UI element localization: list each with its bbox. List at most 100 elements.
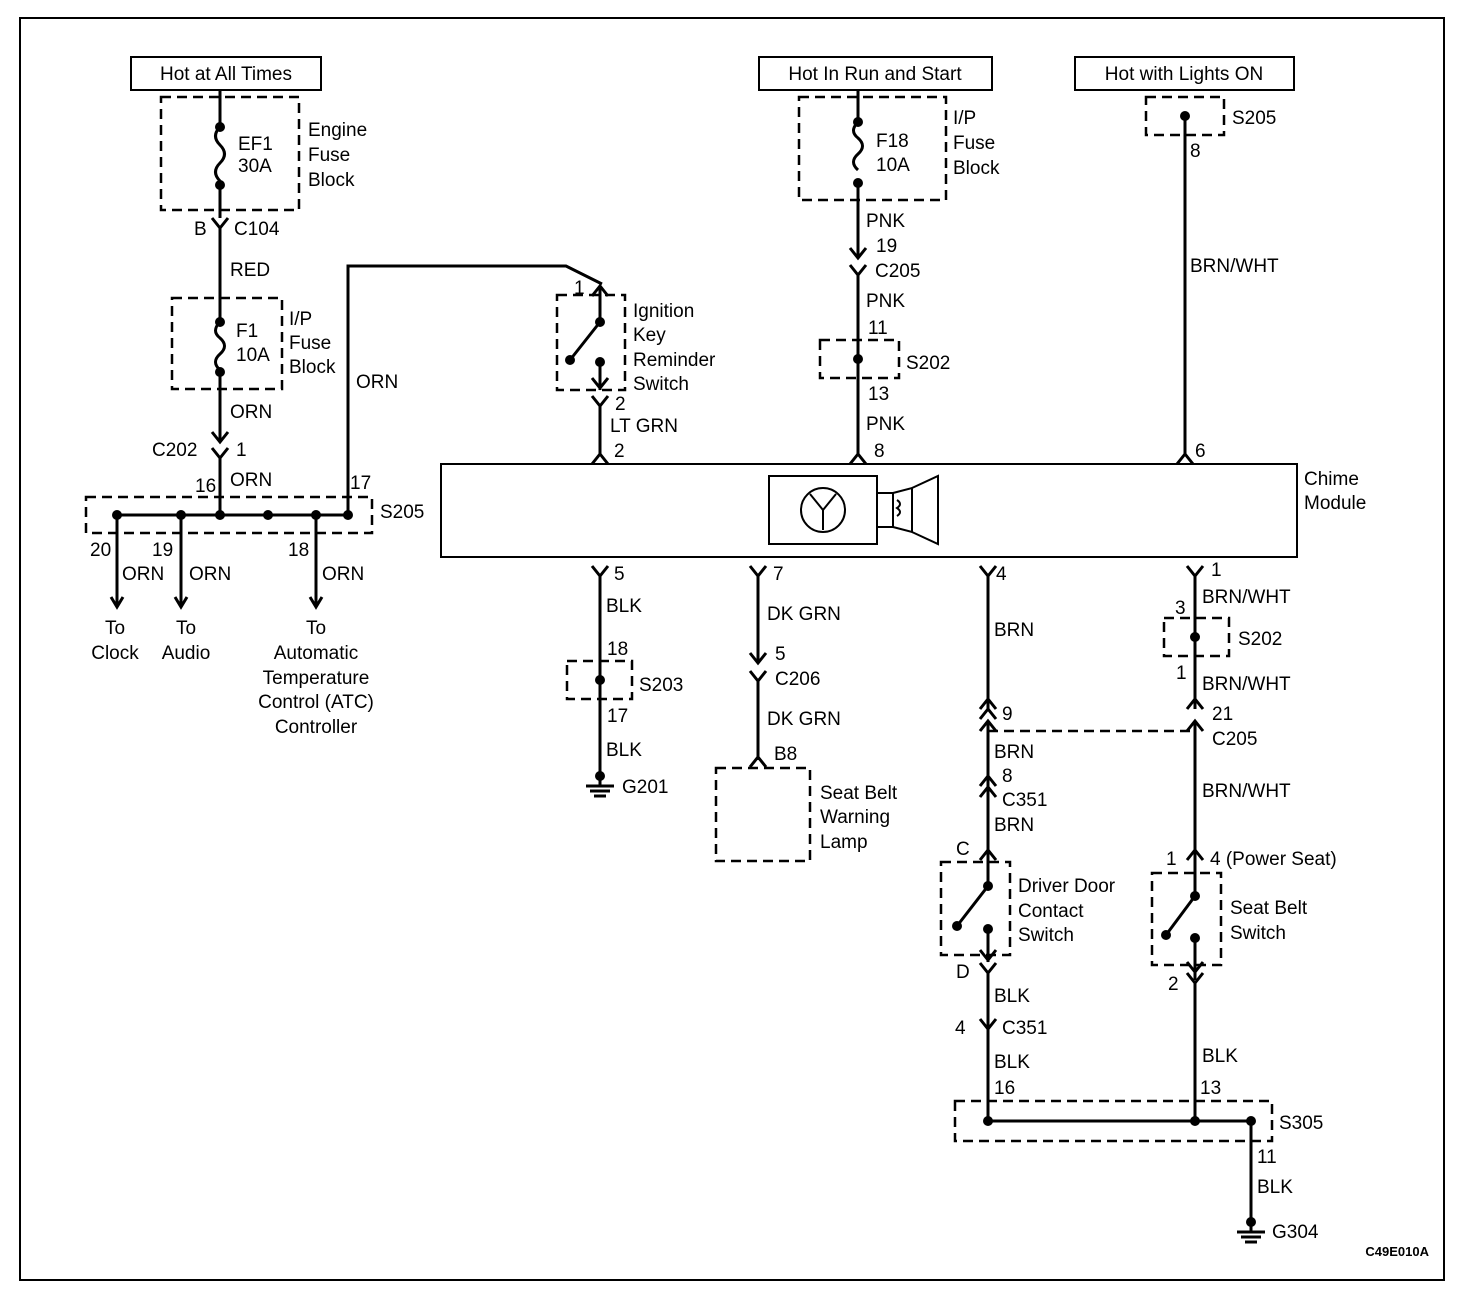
ip-fuse-block-right-2: Fuse [953, 133, 995, 154]
ip-fuse-block-right-1: I/P [953, 108, 976, 129]
fuse-ef1-label: EF1 [238, 134, 273, 155]
driver-door-label-2: Contact [1018, 901, 1084, 922]
wire-blk-label-2: BLK [606, 740, 642, 761]
module-pin-2: 2 [614, 441, 625, 462]
door-switch-pin-d: D [956, 962, 970, 983]
chime-module-label-1: Chime [1304, 469, 1359, 490]
splice-s202-right-pin-3: 3 [1175, 598, 1186, 619]
connector-c202-label: C202 [152, 440, 197, 461]
fuse-f18-rating: 10A [876, 155, 910, 176]
seat-belt-switch-pin-1: 1 [1166, 849, 1177, 870]
ignition-switch-contact [568, 321, 602, 361]
fuse-f18-element [852, 120, 864, 172]
seat-belt-switch-pin-4: 4 (Power Seat) [1210, 849, 1337, 870]
connector-c205-bottom-label: C205 [1212, 729, 1257, 750]
seat-belt-switch-pin-2: 2 [1168, 974, 1179, 995]
wire-pnk-label-3: PNK [866, 414, 905, 435]
fuse-ef1-rating: 30A [238, 156, 272, 177]
module-pin-4: 4 [996, 564, 1007, 585]
chime-speaker-icon [768, 474, 939, 546]
connector-c104-label: C104 [234, 219, 280, 240]
ground-g201-icon [586, 776, 614, 798]
wire-lt-grn-label: LT GRN [610, 416, 678, 437]
seat-belt-switch-label-2: Switch [1230, 923, 1286, 944]
connector-c104 [210, 217, 230, 231]
connector-c206 [748, 670, 768, 684]
ignition-switch-label-3: Reminder [633, 350, 716, 371]
splice-s202-top-pin-11: 11 [868, 318, 888, 339]
wire-blk-label-3: BLK [994, 986, 1030, 1007]
to-audio-line-1: To [176, 618, 196, 639]
ip-fuse-block-left-3: Block [289, 357, 336, 378]
wire-blk-label-1: BLK [606, 596, 642, 617]
connector-c104-pin: B [194, 219, 207, 240]
wire-brn-label-2: BRN [994, 742, 1034, 763]
to-clock-line-1: To [105, 618, 125, 639]
fuse-f1-element [214, 320, 226, 372]
to-audio-line-2: Audio [162, 643, 211, 664]
to-atc-line-3: Temperature [263, 668, 370, 689]
ground-g201-label: G201 [622, 777, 668, 798]
source-box-hot-run-start [758, 56, 993, 91]
splice-s205-top-outline [1144, 95, 1226, 137]
splice-s205-top-label: S205 [1232, 108, 1276, 129]
ignition-switch-pin-1: 1 [574, 278, 585, 299]
engine-fuse-block-label-2: Fuse [308, 145, 350, 166]
connector-c351-pin-4: 4 [955, 1018, 966, 1039]
wire-blk-label-5: BLK [1202, 1046, 1238, 1067]
splice-s305-outline [953, 1099, 1274, 1143]
connector-b8: B8 [774, 744, 797, 765]
wire-brn-label-1: BRN [994, 620, 1034, 641]
splice-s205-pin-18: 18 [288, 540, 309, 561]
diagram-border [19, 17, 1445, 1281]
seat-belt-switch-contact [1164, 895, 1197, 936]
ip-fuse-block-f1-outline [170, 296, 284, 391]
wire-blk-label-4: BLK [994, 1052, 1030, 1073]
splice-s305-pin-13: 13 [1200, 1078, 1221, 1099]
connector-c206-pin: 5 [775, 644, 786, 665]
splice-s205-pin-16: 16 [195, 476, 216, 497]
splice-s205-top-pin-8: 8 [1190, 141, 1201, 162]
connector-c206-label: C206 [775, 669, 820, 690]
ip-fuse-block-left-2: Fuse [289, 333, 331, 354]
splice-s205-pin-20: 20 [90, 540, 111, 561]
ip-fuse-block-left-1: I/P [289, 309, 312, 330]
wire-red-label: RED [230, 260, 270, 281]
wire-orn-label-3: ORN [356, 372, 398, 393]
seat-belt-switch-outline [1150, 871, 1223, 967]
source-hot-all-times: Hot at All Times [160, 64, 292, 85]
ground-g304-icon [1237, 1222, 1265, 1244]
splice-s203-outline [565, 659, 634, 701]
wire-orn-label-5: ORN [189, 564, 231, 585]
engine-fuse-block-label-1: Engine [308, 120, 367, 141]
module-pin-1: 1 [1211, 560, 1222, 581]
wire-orn-label-1: ORN [230, 402, 272, 423]
module-pin-8: 8 [874, 441, 885, 462]
driver-door-switch-contact [955, 885, 990, 927]
to-atc-line-5: Controller [275, 717, 358, 738]
source-box-hot-all-times [130, 56, 322, 91]
splice-s205-pin-17: 17 [350, 473, 371, 494]
wire-pnk-label-1: PNK [866, 211, 905, 232]
wire-pnk-label-2: PNK [866, 291, 905, 312]
connector-c205-pin-21: 21 [1212, 704, 1233, 725]
splice-s205-left-label: S205 [380, 502, 424, 523]
wire-brn-wht-label-2: BRN/WHT [1202, 587, 1291, 608]
seat-belt-lamp-label-2: Warning [820, 807, 890, 828]
driver-door-switch-outline [939, 860, 1012, 957]
connector-c205-top-label: C205 [875, 261, 920, 282]
wire-orn-label-6: ORN [322, 564, 364, 585]
driver-door-label-1: Driver Door [1018, 876, 1116, 897]
chime-module-box [440, 463, 1298, 558]
to-atc-line-2: Automatic [274, 643, 358, 664]
splice-s202-top-outline [818, 338, 901, 380]
splice-s202-top-pin-13: 13 [868, 384, 889, 405]
connector-c202 [210, 447, 230, 461]
splice-s202-right-pin-1: 1 [1176, 663, 1187, 684]
splice-s202-top-label: S202 [906, 353, 950, 374]
splice-s305-pin-16: 16 [994, 1078, 1015, 1099]
module-pin-5: 5 [614, 564, 625, 585]
wire-brn-wht-label-4: BRN/WHT [1202, 781, 1291, 802]
fuse-ef1-element [214, 125, 226, 183]
